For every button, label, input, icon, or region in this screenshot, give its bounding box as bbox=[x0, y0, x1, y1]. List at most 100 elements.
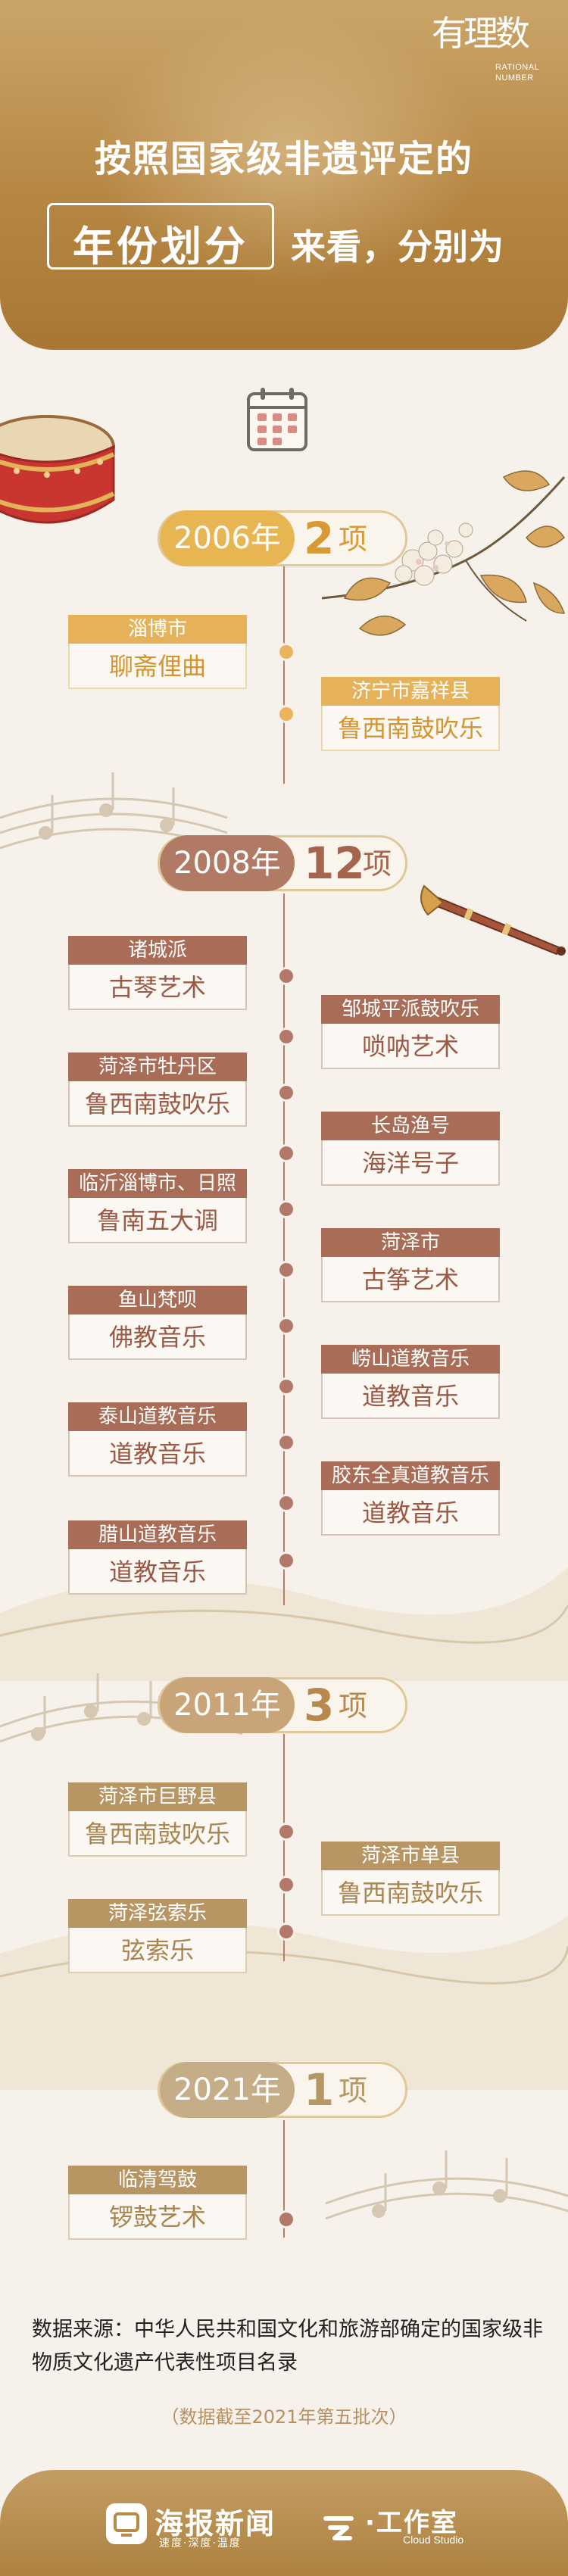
year-pill-2008: 2008年 12 项 bbox=[158, 835, 407, 891]
item-name: 道教音乐 bbox=[68, 1549, 247, 1595]
item-card: 济宁市嘉祥县 鲁西南鼓吹乐 bbox=[321, 677, 500, 753]
timeline-dot bbox=[277, 1200, 295, 1218]
item-region: 菏泽市 bbox=[321, 1228, 500, 1257]
year-count: 2 bbox=[304, 513, 335, 564]
item-name: 锣鼓艺术 bbox=[68, 2194, 247, 2240]
data-source-text: 中华人民共和国文化和旅游部确定的国家级非物质文化遗产代表性项目名录 bbox=[32, 2318, 543, 2375]
item-card: 菏泽市牡丹区 鲁西南鼓吹乐 bbox=[68, 1053, 247, 1128]
timeline-dot bbox=[277, 1144, 295, 1162]
year-count: 1 bbox=[304, 2064, 335, 2116]
haibao-logo-icon bbox=[106, 2503, 147, 2544]
timeline-line-2011 bbox=[283, 1734, 285, 1961]
year-label: 2011年 bbox=[160, 1677, 295, 1733]
flower-branch-illustration bbox=[321, 470, 566, 636]
timeline-line-2006 bbox=[283, 564, 285, 784]
timeline-dot bbox=[277, 1494, 295, 1512]
item-card: 长岛渔号 海洋号子 bbox=[321, 1112, 500, 1187]
item-region: 菏泽弦索乐 bbox=[68, 1899, 247, 1928]
header-banner: 有理数 RATIONAL NUMBER 按照国家级非遗评定的 年份划分 来看，分… bbox=[0, 0, 568, 350]
item-region: 临清驾鼓 bbox=[68, 2166, 247, 2194]
calendar-icon bbox=[247, 388, 307, 451]
timeline-dot bbox=[277, 1823, 295, 1841]
timeline-dot bbox=[277, 705, 295, 723]
item-region: 腊山道教音乐 bbox=[68, 1520, 247, 1549]
cloud-studio-logo: ·工作室 Cloud Studio bbox=[318, 2503, 485, 2549]
item-name: 鲁南五大调 bbox=[68, 1198, 247, 1243]
item-name: 古琴艺术 bbox=[68, 965, 247, 1010]
headline: 按照国家级非遗评定的 bbox=[94, 138, 473, 180]
item-region: 长岛渔号 bbox=[321, 1112, 500, 1140]
cloud-studio-tagline: Cloud Studio bbox=[403, 2534, 464, 2546]
haibao-logo-name: 海报新闻 bbox=[154, 2507, 276, 2540]
subheadline: 年份划分 来看，分别为 bbox=[0, 203, 568, 271]
item-card: 菏泽市巨野县 鲁西南鼓吹乐 bbox=[68, 1782, 247, 1858]
brand-logo-chars: 有理数 bbox=[432, 13, 530, 54]
timeline-dot bbox=[277, 1028, 295, 1046]
item-card: 崂山道教音乐 道教音乐 bbox=[321, 1345, 500, 1421]
haibao-logo-tagline: 速度·深度·温度 bbox=[159, 2537, 242, 2549]
item-card: 邹城平派鼓吹乐 唢呐艺术 bbox=[321, 995, 500, 1071]
item-region: 临沂淄博市、日照 bbox=[68, 1169, 247, 1198]
timeline-dot bbox=[277, 1552, 295, 1570]
item-card: 诸城派 古琴艺术 bbox=[68, 936, 247, 1012]
item-region: 诸城派 bbox=[68, 936, 247, 965]
item-name: 道教音乐 bbox=[68, 1431, 247, 1477]
item-card: 腊山道教音乐 道教音乐 bbox=[68, 1520, 247, 1596]
year-count-unit: 项 bbox=[339, 1689, 368, 1723]
brand-logo: 有理数 RATIONAL NUMBER bbox=[432, 13, 539, 100]
item-card: 临清驾鼓 锣鼓艺术 bbox=[68, 2166, 247, 2241]
item-region: 菏泽市单县 bbox=[321, 1842, 500, 1870]
music-notes-decoration-3 bbox=[325, 2150, 568, 2220]
timeline-dot bbox=[277, 1433, 295, 1452]
highlight-box: 年份划分 bbox=[47, 203, 274, 270]
timeline-dot bbox=[277, 1261, 295, 1279]
item-name: 道教音乐 bbox=[321, 1490, 500, 1536]
item-region: 胶东全真道教音乐 bbox=[321, 1461, 500, 1490]
item-region: 菏泽市巨野县 bbox=[68, 1782, 247, 1811]
footer-banner: 海报新闻 速度·深度·温度 ·工作室 Cloud Studio bbox=[0, 2470, 568, 2576]
item-region: 泰山道教音乐 bbox=[68, 1402, 247, 1431]
header-glow bbox=[91, 15, 485, 288]
item-region: 济宁市嘉祥县 bbox=[321, 677, 500, 706]
brand-logo-en: RATIONAL NUMBER bbox=[495, 63, 539, 83]
year-count: 12 bbox=[304, 837, 365, 889]
item-name: 道教音乐 bbox=[321, 1374, 500, 1419]
data-source: 数据来源：中华人民共和国文化和旅游部确定的国家级非物质文化遗产代表性项目名录 bbox=[32, 2313, 547, 2380]
item-name: 鲁西南鼓吹乐 bbox=[321, 1870, 500, 1916]
item-card: 淄博市 聊斋俚曲 bbox=[68, 615, 247, 691]
item-name: 古筝艺术 bbox=[321, 1257, 500, 1302]
timeline-dot bbox=[277, 967, 295, 985]
timeline-dot bbox=[277, 1084, 295, 1102]
timeline-dot bbox=[277, 1923, 295, 1941]
item-name: 弦索乐 bbox=[68, 1928, 247, 1973]
year-count-unit: 项 bbox=[363, 847, 392, 881]
item-card: 鱼山梵呗 佛教音乐 bbox=[68, 1286, 247, 1361]
year-label: 2006年 bbox=[160, 510, 295, 566]
year-count-unit: 项 bbox=[339, 522, 368, 556]
year-count-unit: 项 bbox=[339, 2074, 368, 2107]
item-name: 鲁西南鼓吹乐 bbox=[68, 1081, 247, 1127]
drum-illustration bbox=[0, 415, 115, 524]
item-region: 鱼山梵呗 bbox=[68, 1286, 247, 1315]
item-card: 临沂淄博市、日照 鲁南五大调 bbox=[68, 1169, 247, 1245]
cloud-icon bbox=[323, 2516, 354, 2540]
item-card: 泰山道教音乐 道教音乐 bbox=[68, 1402, 247, 1478]
year-pill-2006: 2006年 2 项 bbox=[158, 510, 407, 566]
highlight-after-text: 来看，分别为 bbox=[291, 226, 504, 267]
cloud-studio-name: ·工作室 bbox=[365, 2508, 458, 2538]
item-region: 崂山道教音乐 bbox=[321, 1345, 500, 1374]
item-card: 菏泽市单县 鲁西南鼓吹乐 bbox=[321, 1842, 500, 1917]
year-pill-2021: 2021年 1 项 bbox=[158, 2062, 407, 2118]
data-source-label: 数据来源： bbox=[32, 2318, 134, 2341]
data-cutoff-note: （数据截至2021年第五批次） bbox=[161, 2406, 407, 2428]
year-label: 2008年 bbox=[160, 835, 295, 891]
haibao-news-logo: 海报新闻 速度·深度·温度 bbox=[106, 2503, 280, 2549]
item-name: 唢呐艺术 bbox=[321, 1024, 500, 1069]
item-card: 菏泽市 古筝艺术 bbox=[321, 1228, 500, 1304]
music-notes-decoration-1 bbox=[0, 772, 228, 850]
suona-horn-illustration bbox=[420, 884, 566, 956]
item-region: 淄博市 bbox=[68, 615, 247, 644]
timeline-line-2021 bbox=[283, 2120, 285, 2238]
item-region: 菏泽市牡丹区 bbox=[68, 1053, 247, 1081]
